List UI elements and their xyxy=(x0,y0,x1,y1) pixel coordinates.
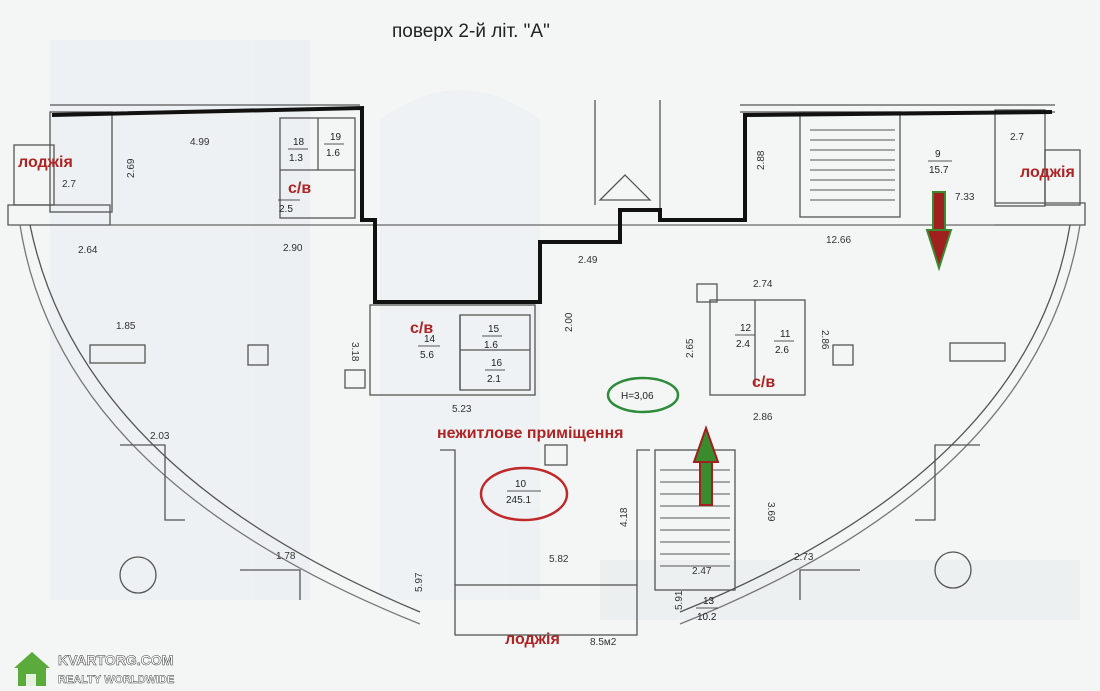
dim-5-97: 5.97 xyxy=(414,572,425,592)
dim-2-88: 2.88 xyxy=(756,150,767,170)
dim-7-33: 7.33 xyxy=(955,192,975,203)
svg-text:18: 18 xyxy=(293,137,305,148)
room-15: 15 1.6 xyxy=(482,324,502,351)
watermark-brand: KVARTORG.COM xyxy=(58,652,173,668)
room-19: 19 1.6 xyxy=(324,132,344,159)
room-labels: 18 1.3 19 1.6 2.5 9 15.7 14 5.6 15 1.6 xyxy=(278,132,952,623)
svg-text:14: 14 xyxy=(424,334,436,345)
height-ellipse xyxy=(606,376,680,414)
arrow-up-icon xyxy=(692,424,720,506)
room-16: 16 2.1 xyxy=(485,358,505,385)
room-13: 13 10.2 xyxy=(696,596,718,623)
svg-text:15.7: 15.7 xyxy=(929,165,949,176)
room-14: 14 5.6 xyxy=(418,334,440,361)
dim-2-03: 2.03 xyxy=(150,431,170,442)
svg-text:1.3: 1.3 xyxy=(289,153,303,164)
stairs-upper xyxy=(810,129,895,201)
dim-2-64: 2.64 xyxy=(78,245,98,256)
plan-title: поверх 2-й літ. "А" xyxy=(392,21,550,42)
loggia-left-label: лоджія xyxy=(18,154,73,171)
main-room-ellipse xyxy=(479,466,569,522)
dim-2-65: 2.65 xyxy=(685,338,696,358)
dim-2-86-vertical: 2.86 xyxy=(819,330,830,350)
partition-walls xyxy=(51,105,1053,304)
svg-text:2.6: 2.6 xyxy=(775,345,789,356)
dim-2-73: 2.73 xyxy=(794,552,814,563)
dimension-labels: 4.99 2.7 2.69 2.7 2.88 7.33 2.64 2.90 12… xyxy=(62,132,1024,610)
dim-2-00: 2.00 xyxy=(564,312,575,332)
svg-text:12: 12 xyxy=(740,323,752,334)
main-room-label: нежитлове приміщення xyxy=(437,425,623,442)
svg-text:10: 10 xyxy=(515,479,527,490)
svg-text:19: 19 xyxy=(330,132,342,143)
dim-2-49: 2.49 xyxy=(578,255,598,266)
loggia-bottom-label: лоджія xyxy=(505,631,560,648)
arrow-down-icon xyxy=(925,191,953,272)
dim-2-47: 2.47 xyxy=(692,566,712,577)
dim-2-7-right: 2.7 xyxy=(1010,132,1024,143)
dim-5-23: 5.23 xyxy=(452,404,472,415)
svg-text:10.2: 10.2 xyxy=(697,612,717,623)
stairs-lower xyxy=(660,469,730,567)
dim-4-99: 4.99 xyxy=(190,137,210,148)
svg-text:16: 16 xyxy=(491,358,503,369)
dim-2-74: 2.74 xyxy=(753,279,773,290)
svg-text:2.1: 2.1 xyxy=(487,374,501,385)
dim-2-69: 2.69 xyxy=(126,158,137,178)
svg-text:13: 13 xyxy=(703,596,715,607)
ceiling-height: Н=3,06 xyxy=(621,391,654,402)
room-wc-top: 2.5 xyxy=(278,199,300,215)
watermark-logo: KVARTORG.COM REALTY WORLDWIDE xyxy=(14,652,175,686)
loggia-right-label: лоджія xyxy=(1020,164,1075,181)
dim-2-86: 2.86 xyxy=(753,412,773,423)
wc-label-2: с/в xyxy=(410,320,433,337)
room-9: 9 15.7 xyxy=(928,149,952,176)
room-10: 10 245.1 xyxy=(506,479,541,506)
dim-2-7-left: 2.7 xyxy=(62,179,76,190)
wc-label-1: с/в xyxy=(288,180,311,197)
dim-2-90: 2.90 xyxy=(283,243,303,254)
svg-text:2.4: 2.4 xyxy=(736,339,750,350)
svg-text:11: 11 xyxy=(780,329,791,340)
watermark-tagline: REALTY WORLDWIDE xyxy=(58,674,174,686)
annotations: лоджія лоджія лоджія 8.5м2 с/в с/в с/в н… xyxy=(18,154,1075,648)
dim-5-82: 5.82 xyxy=(549,554,569,565)
room-18: 18 1.3 xyxy=(288,137,308,164)
dim-3-18: 3.18 xyxy=(349,342,360,362)
dim-1-78: 1.78 xyxy=(276,551,296,562)
dim-3-69: 3.69 xyxy=(765,502,776,522)
room-12: 12 2.4 xyxy=(735,323,755,350)
svg-text:1.6: 1.6 xyxy=(326,148,340,159)
svg-text:245.1: 245.1 xyxy=(506,495,531,506)
svg-text:9: 9 xyxy=(935,149,941,160)
svg-text:1.6: 1.6 xyxy=(484,340,498,351)
svg-text:5.6: 5.6 xyxy=(420,350,434,361)
wc-label-3: с/в xyxy=(752,374,775,391)
loggia-bottom-area: 8.5м2 xyxy=(590,637,617,648)
dim-5-91: 5.91 xyxy=(674,590,685,610)
room-11: 11 2.6 xyxy=(774,329,794,356)
dim-12-66: 12.66 xyxy=(826,235,851,246)
dim-4-18: 4.18 xyxy=(619,507,630,527)
dim-1-85: 1.85 xyxy=(116,321,136,332)
svg-text:15: 15 xyxy=(488,324,500,335)
svg-text:2.5: 2.5 xyxy=(279,204,293,215)
